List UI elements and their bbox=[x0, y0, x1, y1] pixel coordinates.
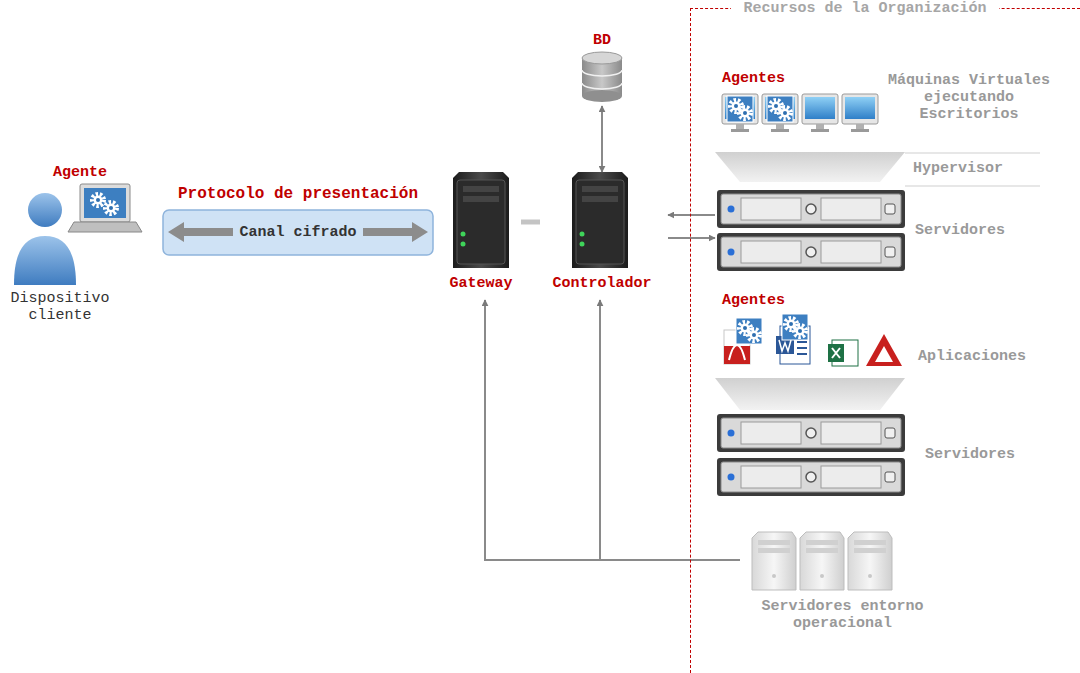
desktop-servers: Servidores bbox=[715, 188, 1045, 274]
controller-label: Controlador bbox=[540, 275, 664, 292]
organization-region: Recursos de la OrganizaciónAgentesMáquin… bbox=[690, 8, 1080, 673]
hypervisor-label: Hypervisor bbox=[913, 160, 1033, 177]
vm-label: Máquinas Virtuales ejecutando Escritorio… bbox=[880, 72, 1058, 123]
connector bbox=[668, 237, 715, 239]
hypervisor-layer: Hypervisor bbox=[715, 151, 1045, 185]
operational-servers: Servidores entorno operacional bbox=[740, 528, 949, 644]
virtual-desktops: Agentes Máquinas Virtuales ejecutando Esc… bbox=[715, 66, 1077, 148]
client-device: AgenteDispositivo cliente bbox=[2, 160, 138, 332]
controller-server: Controlador bbox=[540, 172, 668, 300]
applications-label: Aplicaciones bbox=[918, 348, 1050, 365]
database: BD bbox=[578, 30, 630, 106]
channel-label: Canal cifrado bbox=[233, 224, 363, 241]
agent-label: Agente bbox=[38, 164, 122, 181]
connector bbox=[668, 214, 715, 216]
protocol-label: Protocolo de presentación bbox=[143, 185, 453, 203]
connector bbox=[600, 300, 740, 560]
gateway-server: Gateway bbox=[445, 172, 521, 300]
agents-label: Agentes bbox=[722, 292, 806, 309]
device-label: Dispositivo cliente bbox=[4, 290, 116, 324]
operational-label: Servidores entorno operacional bbox=[740, 598, 945, 632]
encrypted-channel: Protocolo de presentaciónCanal cifrado bbox=[163, 210, 433, 255]
connector bbox=[601, 106, 603, 172]
application-set: AgentesAplicaciones bbox=[715, 288, 1060, 370]
gateway-label: Gateway bbox=[445, 275, 517, 292]
servers-label: Servidores bbox=[925, 446, 1037, 463]
connector bbox=[485, 300, 740, 560]
agents-label: Agentes bbox=[722, 70, 806, 87]
database-label: BD bbox=[578, 32, 626, 49]
region-title: Recursos de la Organización bbox=[731, 0, 999, 17]
connector bbox=[521, 220, 540, 225]
application-servers: Servidores bbox=[715, 378, 1045, 502]
servers-label: Servidores bbox=[915, 222, 1035, 239]
